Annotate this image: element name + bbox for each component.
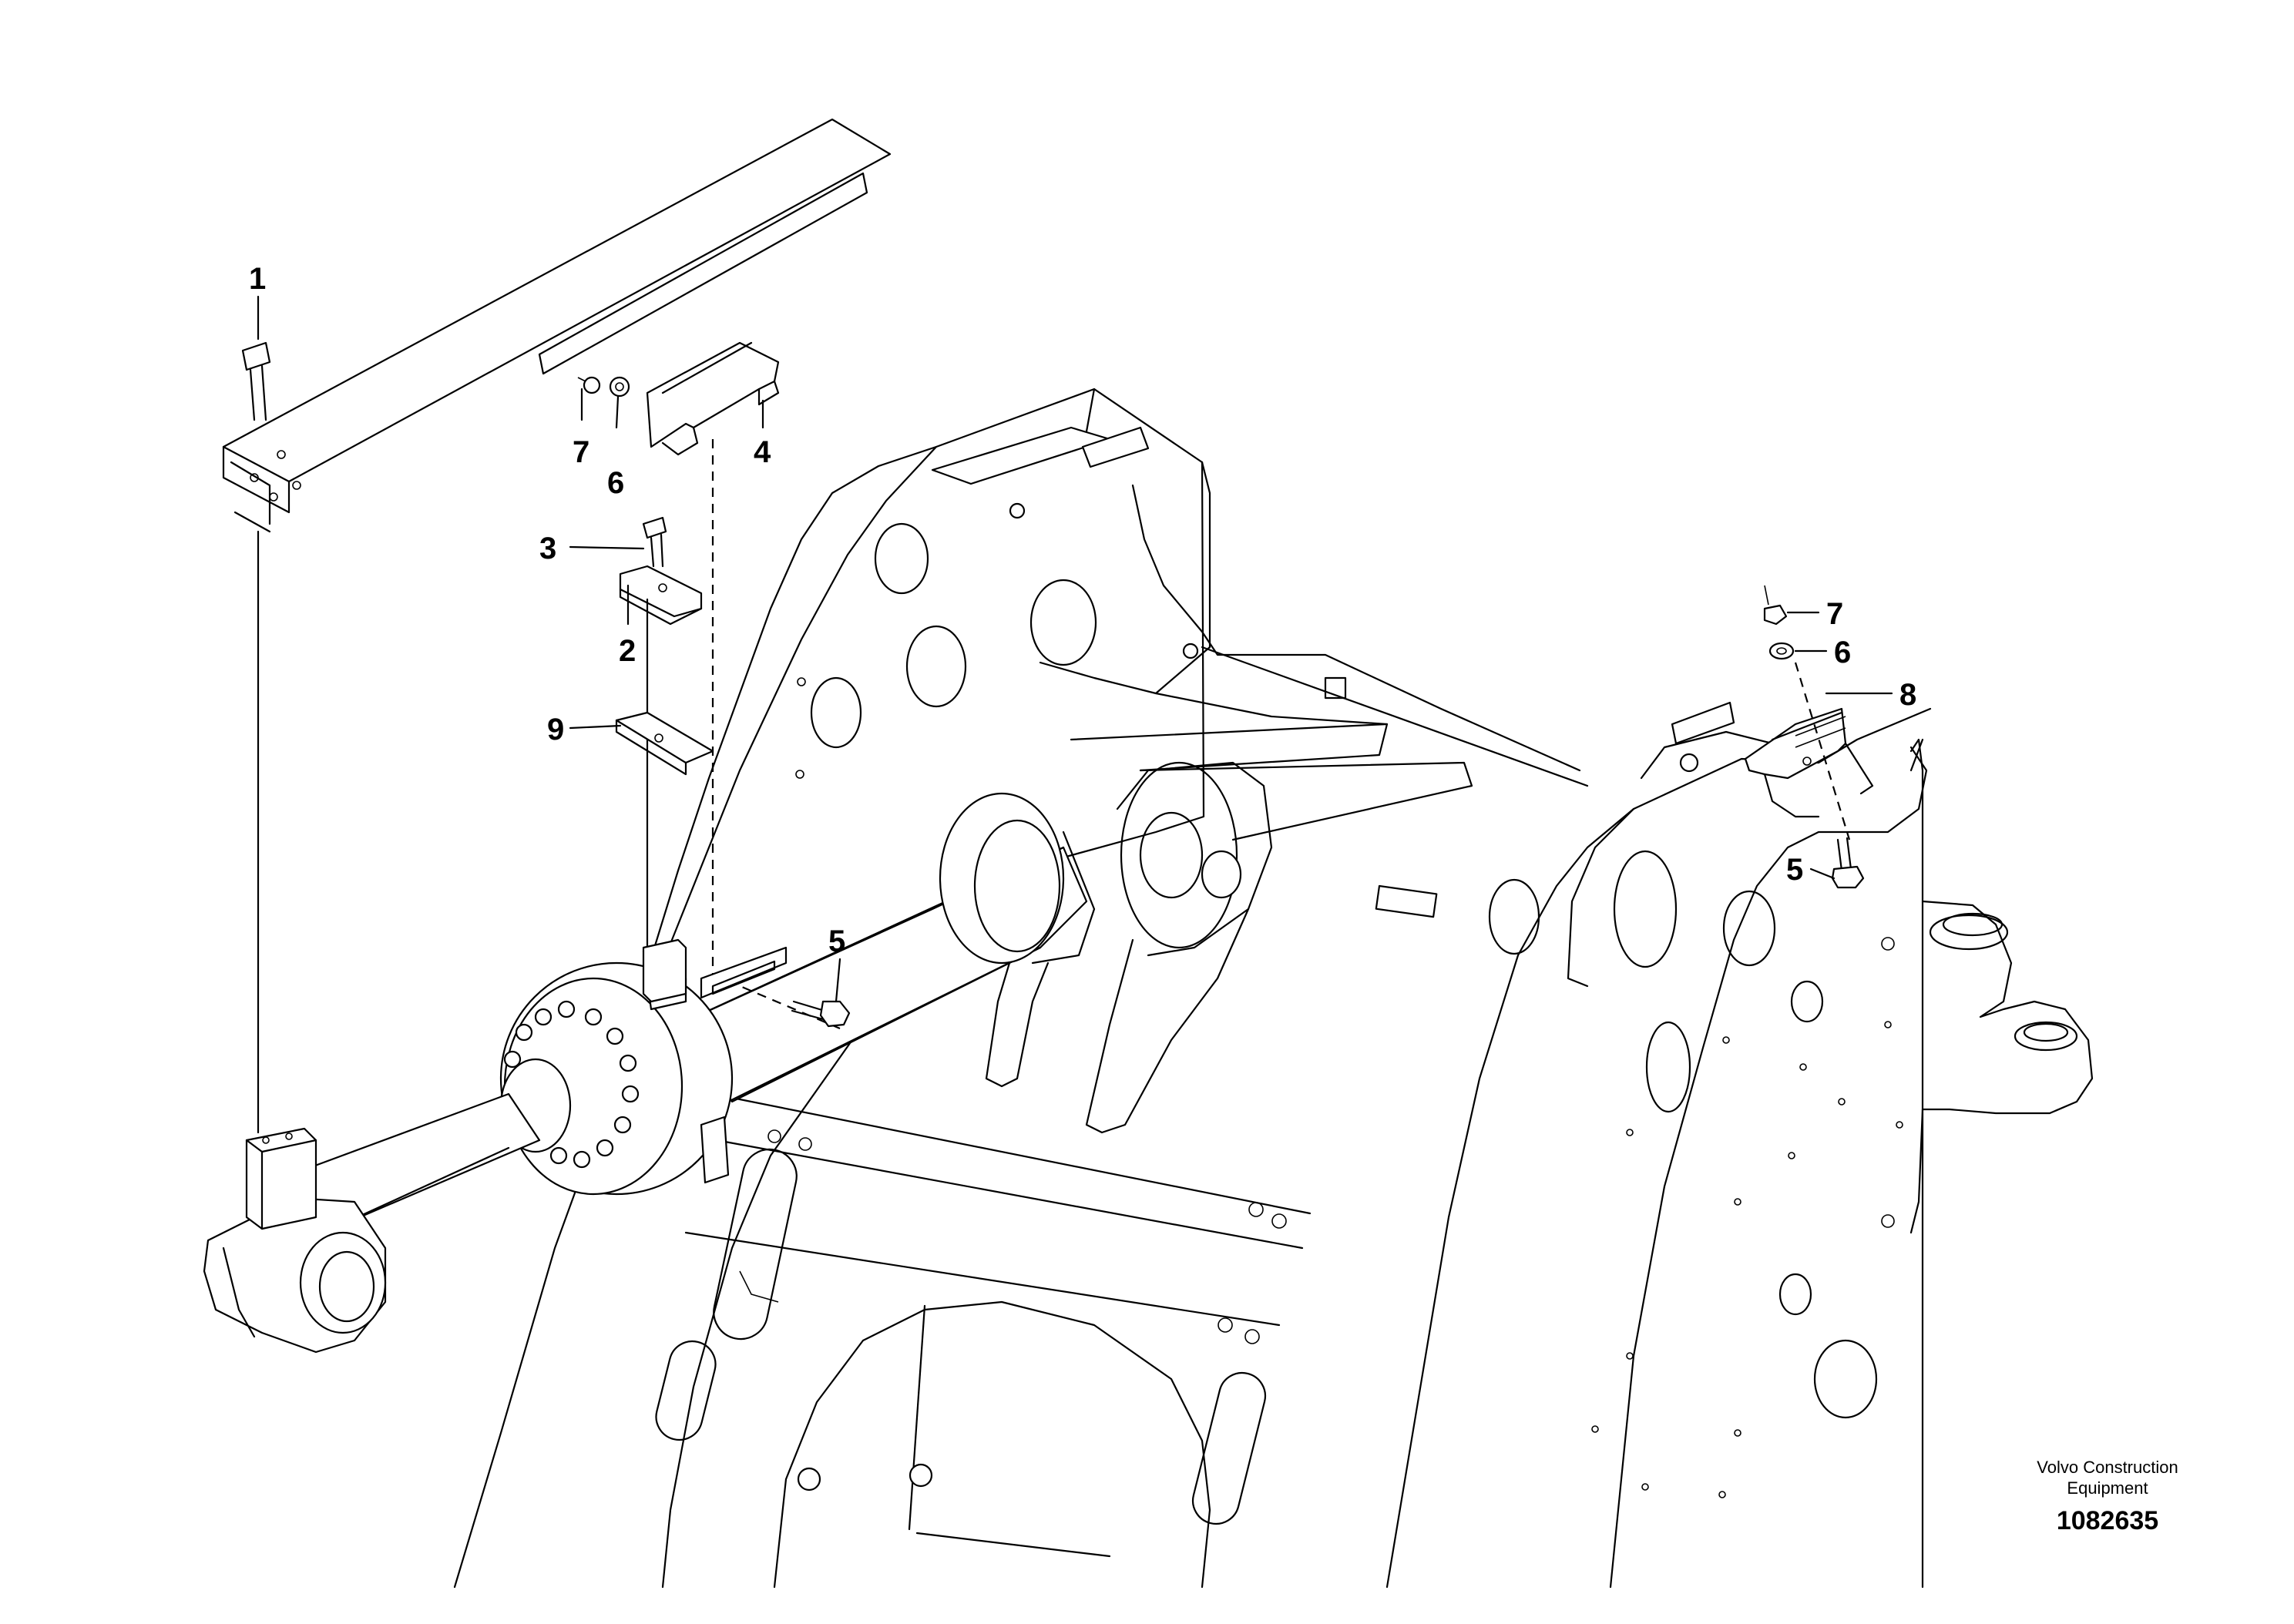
publisher-credit: Volvo Construction Equipment 1082635 xyxy=(2037,1458,2178,1535)
cover-plate-item-1 xyxy=(222,118,892,1134)
guard-bracket-item-4 xyxy=(646,341,841,1030)
callout-leaders xyxy=(257,295,1893,1003)
callout-8: 8 xyxy=(1899,678,1916,712)
bolt-item-5-right xyxy=(1831,837,1865,889)
credit-line-1: Volvo Construction xyxy=(2037,1458,2178,1477)
bolt-item-1 xyxy=(241,341,271,421)
callout-2: 2 xyxy=(619,634,636,668)
callout-9: 9 xyxy=(547,713,564,747)
callout-7-left: 7 xyxy=(573,435,589,469)
washer-nut-left xyxy=(577,376,630,398)
hydraulic-cylinder xyxy=(203,792,1096,1354)
cylinder-mount-block xyxy=(642,938,687,1003)
washer-nut-right xyxy=(1763,585,1795,660)
shim-plate-item-9 xyxy=(615,711,714,776)
callout-3: 3 xyxy=(539,532,556,565)
callout-6-left: 6 xyxy=(607,466,624,500)
clip-item-2 xyxy=(619,565,703,961)
callout-6-right: 6 xyxy=(1834,636,1851,669)
callout-5-left: 5 xyxy=(828,924,845,958)
flange-bolt-ring xyxy=(503,1000,640,1169)
credit-line-2: Equipment xyxy=(2067,1478,2148,1498)
callout-5-right: 5 xyxy=(1786,853,1803,887)
callout-labels: 1 7 6 4 3 2 9 5 7 6 8 5 xyxy=(249,262,1916,958)
loader-frame xyxy=(453,388,2094,1589)
callout-1: 1 xyxy=(249,262,266,296)
callout-7-right: 7 xyxy=(1826,597,1843,631)
bracket-item-8 xyxy=(1744,662,1874,841)
bolt-item-5-left xyxy=(791,1000,851,1028)
bolt-item-3 xyxy=(642,516,667,568)
document-number: 1082635 xyxy=(2057,1506,2158,1535)
slotted-bracket xyxy=(700,946,788,999)
callout-4: 4 xyxy=(754,435,771,469)
